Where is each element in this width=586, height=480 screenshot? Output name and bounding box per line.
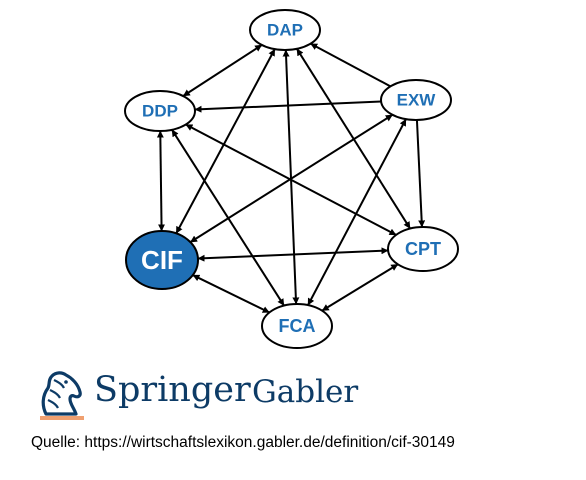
edge-cif-fca <box>192 274 270 314</box>
node-label-fca: FCA <box>279 316 316 336</box>
node-shape-exw <box>380 79 452 121</box>
edge-exw-cpt <box>415 119 426 228</box>
edge-cif-cpt <box>197 247 389 262</box>
node-fca: FCA <box>261 303 333 349</box>
edge-cif-dap <box>175 48 276 234</box>
brand-name-gabler: Gabler <box>252 374 359 410</box>
diagram-edges <box>156 42 426 314</box>
node-shape-fca <box>261 303 333 349</box>
source-citation: Quelle: https://wirtschaftslexikon.gable… <box>31 434 455 451</box>
node-shape-ddp <box>124 90 196 132</box>
node-dap: DAP <box>249 9 321 51</box>
node-label-dap: DAP <box>267 21 303 40</box>
node-shape-cpt <box>387 226 459 272</box>
incoterms-diagram: DAP EXW DDP CIF CPT FCA <box>124 9 459 349</box>
node-exw: EXW <box>380 79 452 121</box>
edge-cpt-dap <box>296 48 411 230</box>
edge-fca-cpt <box>321 263 399 312</box>
edge-exw-dap <box>310 42 391 88</box>
node-label-exw: EXW <box>397 91 437 110</box>
node-label-cif: CIF <box>141 245 183 275</box>
node-shape-dap <box>249 9 321 51</box>
node-shape-cif <box>125 230 199 290</box>
brand-name-springer: Springer <box>94 370 251 410</box>
edge-ddp-cpt <box>185 123 397 236</box>
springer-horse-head-icon <box>40 371 84 420</box>
diagram-nodes: DAP EXW DDP CIF CPT FCA <box>124 9 459 349</box>
node-ddp: DDP <box>124 90 196 132</box>
node-cif: CIF <box>125 230 199 290</box>
node-cpt: CPT <box>387 226 459 272</box>
node-label-ddp: DDP <box>142 102 178 121</box>
edge-ddp-dap <box>182 44 263 97</box>
edge-ddp-cif <box>156 130 166 232</box>
edge-exw-fca <box>307 118 407 306</box>
node-label-cpt: CPT <box>405 239 441 259</box>
